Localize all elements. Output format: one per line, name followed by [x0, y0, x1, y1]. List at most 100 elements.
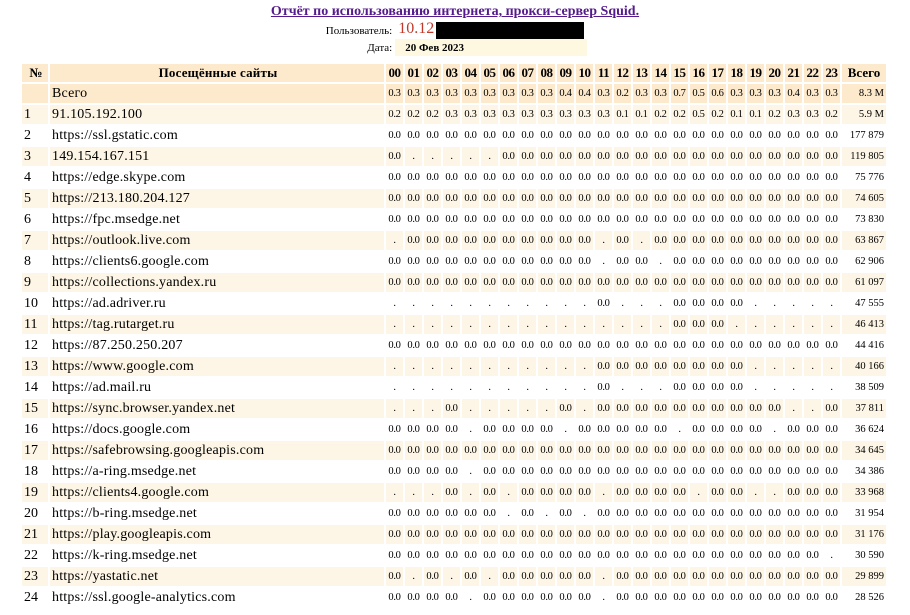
hour-cell: 0.0 [633, 147, 650, 166]
hour-cell: 0.0 [671, 504, 688, 523]
hour-cell: 0.0 [709, 189, 726, 208]
hour-cell: 0.0 [462, 168, 479, 187]
hour-cell: 0.0 [785, 483, 802, 502]
hour-cell: . [405, 378, 422, 397]
hour-cell: 0.0 [671, 294, 688, 313]
hour-cell: . [405, 294, 422, 313]
hour-cell: 0.0 [652, 126, 669, 145]
hour-cell: . [595, 567, 612, 586]
hour-cell: 0.0 [728, 504, 745, 523]
hour-cell: 0.0 [500, 126, 517, 145]
site-total: 33 968 [842, 483, 886, 502]
hour-cell: 0.0 [500, 546, 517, 565]
row-number: 11 [22, 315, 48, 334]
hour-cell: 0.0 [595, 210, 612, 229]
report-title[interactable]: Отчёт по использованию интернета, прокси… [270, 4, 640, 19]
hour-cell: 0.0 [500, 210, 517, 229]
hour-cell: 0.0 [576, 231, 593, 250]
header-hour-20: 20 [766, 64, 783, 82]
redaction-block [436, 22, 585, 39]
header-hour-15: 15 [671, 64, 688, 82]
site-total: 44 416 [842, 336, 886, 355]
hour-cell: 0.0 [728, 588, 745, 607]
hour-cell: . [538, 399, 555, 418]
hour-cell: 0.0 [462, 546, 479, 565]
user-cell: 10.12 [395, 21, 587, 39]
hour-cell: 0.0 [709, 483, 726, 502]
hour-cell: 0.0 [728, 462, 745, 481]
hour-cell: 0.0 [462, 252, 479, 271]
hour-cell: 0.0 [481, 462, 498, 481]
hour-cell: 0.0 [823, 420, 840, 439]
hour-cell: . [766, 294, 783, 313]
hour-cell: 0.0 [595, 357, 612, 376]
hour-cell: 0.0 [709, 126, 726, 145]
hour-cell: 0.0 [633, 546, 650, 565]
hour-cell: 0.0 [728, 546, 745, 565]
hour-cell: 0.0 [538, 210, 555, 229]
hour-cell: 0.0 [823, 126, 840, 145]
site-name: https://ssl.gstatic.com [50, 126, 384, 145]
hour-cell: 0.0 [424, 546, 441, 565]
header-hour-08: 08 [538, 64, 555, 82]
hour-cell: 0.0 [576, 210, 593, 229]
hour-cell: 0.0 [652, 525, 669, 544]
hour-cell: 0.0 [690, 252, 707, 271]
hour-cell: . [386, 315, 403, 334]
row-number: 23 [22, 567, 48, 586]
hour-cell: 0.0 [576, 420, 593, 439]
hour-cell: . [538, 504, 555, 523]
hour-cell: 0.0 [614, 210, 631, 229]
hour-cell: 0.0 [386, 147, 403, 166]
hour-cell: 0.0 [481, 336, 498, 355]
hour-cell: 0.0 [804, 210, 821, 229]
hour-cell: . [823, 315, 840, 334]
hour-cell: 0.0 [652, 588, 669, 607]
hour-cell: . [538, 294, 555, 313]
hour-cell: 0.0 [443, 399, 460, 418]
hour-cell: 0.0 [614, 546, 631, 565]
hour-cell: 0.0 [671, 567, 688, 586]
hour-cell: 0.0 [690, 441, 707, 460]
site-total: 47 555 [842, 294, 886, 313]
hour-cell: 0.0 [785, 525, 802, 544]
hour-cell: 0.3 [443, 105, 460, 124]
hour-cell: 0.0 [652, 399, 669, 418]
hour-cell: 0.0 [804, 336, 821, 355]
hour-cell: . [424, 483, 441, 502]
hour-cell: 0.0 [519, 546, 536, 565]
hour-cell: 0.0 [443, 210, 460, 229]
site-name: https://213.180.204.127 [50, 189, 384, 208]
hour-cell: 0.0 [500, 252, 517, 271]
hour-cell: . [500, 315, 517, 334]
hour-cell: 0.0 [614, 147, 631, 166]
row-number: 10 [22, 294, 48, 313]
hour-cell: . [500, 504, 517, 523]
header-hour-23: 23 [823, 64, 840, 82]
row-number: 24 [22, 588, 48, 607]
hour-cell: 0.0 [500, 462, 517, 481]
hour-cell: . [424, 294, 441, 313]
hour-cell: 0.0 [690, 336, 707, 355]
hour-cell: . [823, 546, 840, 565]
hour-cell: 0.0 [538, 147, 555, 166]
hour-cell: . [405, 399, 422, 418]
hour-cell: 0.0 [576, 588, 593, 607]
hour-cell: . [557, 315, 574, 334]
hour-cell: 0.0 [576, 546, 593, 565]
hour-cell: 0.0 [633, 252, 650, 271]
hour-cell: 0.0 [766, 273, 783, 292]
hour-cell: 0.0 [614, 189, 631, 208]
site-name: https://clients6.google.com [50, 252, 384, 271]
hour-cell: 0.0 [804, 273, 821, 292]
site-total: 30 590 [842, 546, 886, 565]
hour-cell: 0.0 [690, 420, 707, 439]
hour-cell: 0.0 [804, 189, 821, 208]
hour-cell: 0.0 [671, 336, 688, 355]
site-name: https://safebrowsing.googleapis.com [50, 441, 384, 460]
hour-cell: . [500, 357, 517, 376]
hour-cell: 0.0 [709, 210, 726, 229]
